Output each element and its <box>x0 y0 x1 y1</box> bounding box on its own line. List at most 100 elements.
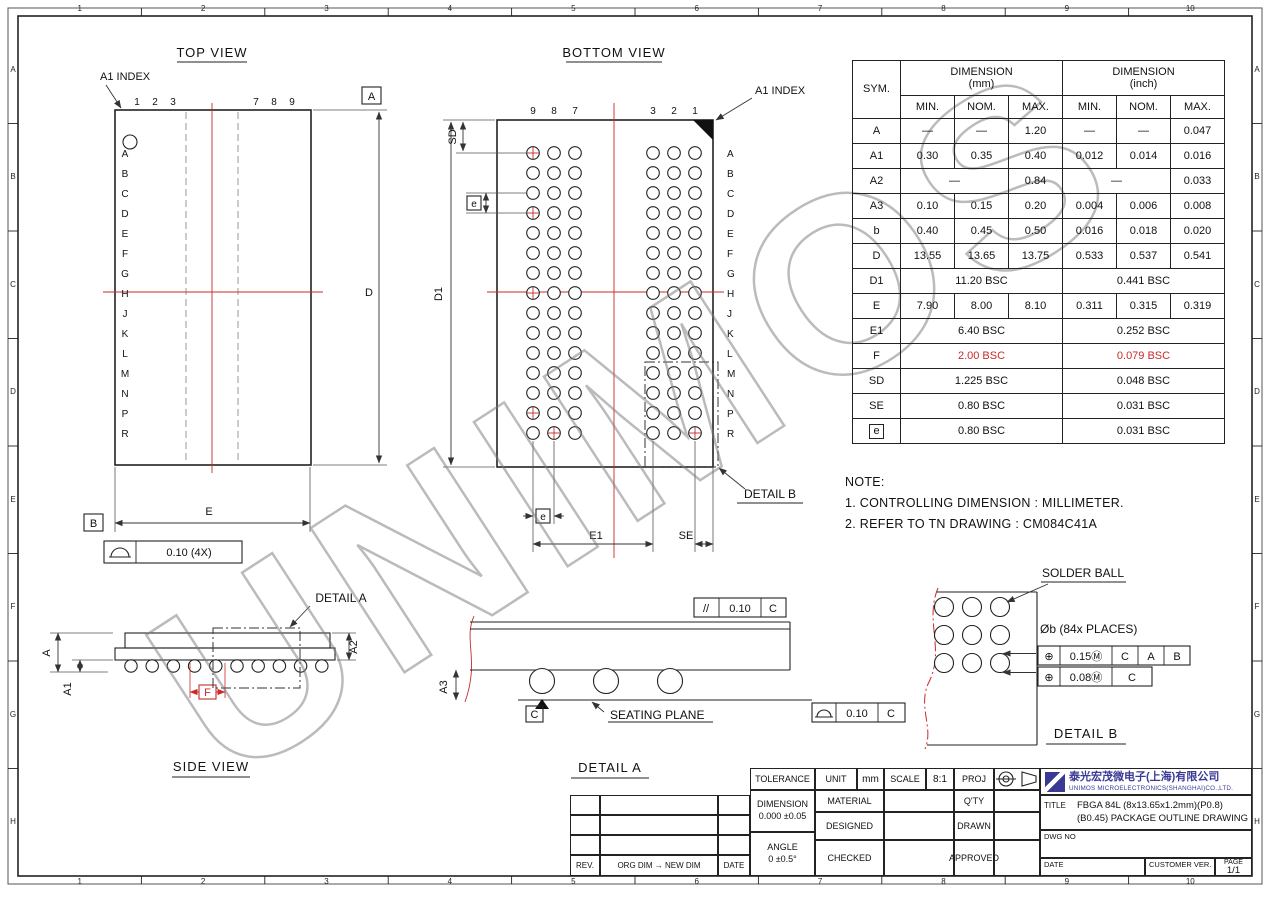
a1-index-mark <box>122 134 138 150</box>
rev-date-label: DATE <box>718 855 750 876</box>
dim-e-label: e <box>471 199 477 210</box>
grid-col-label: 10 <box>1185 876 1195 886</box>
solder-ball <box>667 146 681 160</box>
grid-col-label: 10 <box>1185 4 1195 13</box>
grid-col-label: 8 <box>941 4 946 13</box>
notes: NOTE: 1. CONTROLLING DIMENSION : MILLIME… <box>845 472 1124 535</box>
row-letter: R <box>121 429 128 440</box>
material-label: MATERIAL <box>815 790 884 812</box>
position-frame-2: ⊕ 0.08Ⓜ C <box>1037 666 1153 687</box>
qty-value <box>994 790 1040 812</box>
parallelism-icon: // <box>703 603 710 615</box>
grid-col-label: 9 <box>1064 4 1070 13</box>
inch-header-line2: (inch) <box>1129 78 1158 90</box>
row-letter: P <box>727 409 734 420</box>
solder-ball <box>646 206 660 220</box>
dim-e-box <box>535 508 551 524</box>
row-letter: B <box>727 169 734 180</box>
side-view-label: SIDE VIEW <box>173 759 249 774</box>
grid-row-label: E <box>10 494 16 504</box>
row-letter: A <box>122 149 129 160</box>
designed-value <box>884 812 954 840</box>
frame-ticks <box>8 8 1262 884</box>
solder-ball <box>547 346 561 360</box>
note-line: 2. REFER TO TN DRAWING : CM084C41A <box>845 517 1098 531</box>
sym-cell: E <box>852 293 901 319</box>
ball-diameter-callout: Øb (84x PLACES) <box>1040 622 1137 636</box>
sym-cell: D <box>852 243 901 269</box>
solder-ball <box>230 659 244 673</box>
detail-a-outline <box>212 627 301 689</box>
solder-ball <box>547 386 561 400</box>
dim-e-box <box>466 195 482 211</box>
row-letter: N <box>727 389 734 400</box>
solder-ball <box>688 306 702 320</box>
solder-ball <box>667 326 681 340</box>
grid-col-label: 2 <box>200 4 206 13</box>
max-header: MAX. <box>1170 95 1225 119</box>
solder-ball <box>961 596 983 618</box>
dim-cell: 0.40 <box>900 218 955 244</box>
solder-ball <box>568 366 582 380</box>
rev-label: REV. <box>570 855 600 876</box>
svg-text:C: C <box>769 603 777 615</box>
solder-ball <box>592 667 620 695</box>
sym-cell: D1 <box>852 268 901 294</box>
rev-cell <box>570 835 600 855</box>
dim-cell: 0.50 <box>1008 218 1063 244</box>
dimension-tolerance: DIMENSION 0.000 ±0.05 <box>750 790 815 832</box>
detail-a-view: C SEATING PLANE A3 // 0.10 C 0.10 C DETA… <box>438 597 906 779</box>
solder-ball <box>688 406 702 420</box>
svg-text:C: C <box>1121 651 1129 663</box>
checked-label: CHECKED <box>815 840 884 876</box>
solder-ball <box>526 226 540 240</box>
customer-ver-cell: CUSTOMER VER. <box>1145 858 1215 876</box>
grid-col-label: 4 <box>447 4 453 13</box>
dim-a-label: A <box>41 649 53 657</box>
company-logo-icon <box>1045 771 1065 792</box>
solder-ball <box>688 166 702 180</box>
dim-cell: — <box>1062 168 1171 194</box>
dim-cell: 0.014 <box>1116 143 1171 169</box>
dim-cell: — <box>1116 118 1171 144</box>
dim-cell: 2.00 BSC <box>900 343 1063 369</box>
solder-ball <box>547 366 561 380</box>
boxed-sym: e <box>869 423 884 439</box>
solder-ball <box>646 406 660 420</box>
min-header: MIN. <box>1062 95 1117 119</box>
qty-label: Q'TY <box>954 790 994 812</box>
solder-ball <box>989 624 1011 646</box>
top-view-label: TOP VIEW <box>176 45 247 60</box>
max-header: MAX. <box>1008 95 1063 119</box>
solder-ball <box>547 326 561 340</box>
solder-ball <box>568 186 582 200</box>
dim-cell: 0.004 <box>1062 193 1117 219</box>
grid-row-label: B <box>1254 172 1260 182</box>
row-letter: H <box>121 289 128 300</box>
scale-label: SCALE <box>884 768 926 790</box>
row-letter: G <box>121 269 129 280</box>
a1-index-label: A1 INDEX <box>755 85 806 97</box>
solder-ball <box>568 266 582 280</box>
row-letter: A <box>727 149 734 160</box>
grid-row-label: F <box>10 602 16 612</box>
datum-b-box <box>83 513 104 532</box>
profile-frame: 0.10 C <box>811 702 906 723</box>
mm-header: DIMENSION (mm) <box>900 60 1063 96</box>
dim-sd-label: SD <box>447 129 459 144</box>
dim-cell: 0.40 <box>1008 143 1063 169</box>
dim-cell: 0.319 <box>1170 293 1225 319</box>
sym-cell: F <box>852 343 901 369</box>
solder-ball <box>688 266 702 280</box>
tolerance-label: TOLERANCE <box>750 768 815 790</box>
date-cell: DATE <box>1040 858 1145 876</box>
approved-value <box>994 840 1040 876</box>
grid-col-label: 3 <box>324 4 329 13</box>
